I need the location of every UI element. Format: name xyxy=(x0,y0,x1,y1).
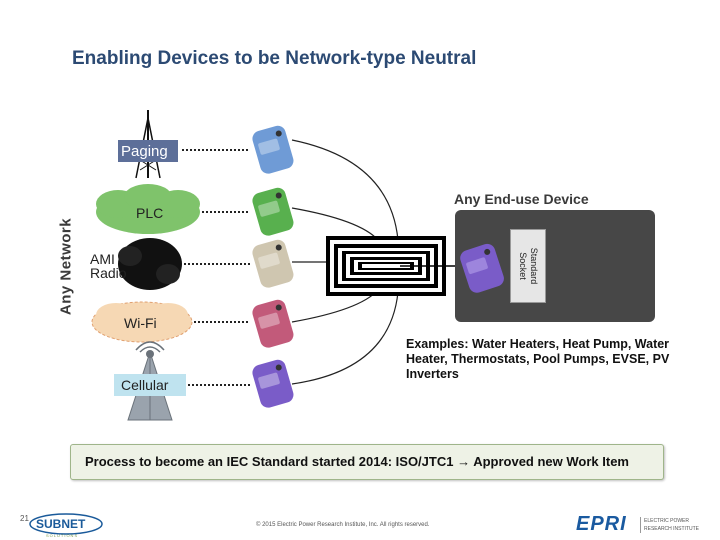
network-label-plc: PLC xyxy=(136,205,164,221)
plc-cloud-icon xyxy=(96,184,200,234)
network-label-wifi: Wi-Fi xyxy=(124,315,157,331)
process-text: Process to become an IEC Standard starte… xyxy=(85,454,629,469)
copyright-text: © 2015 Electric Power Research Institute… xyxy=(256,522,430,528)
ami-radio-icon xyxy=(118,238,182,290)
subnet-logo: SUBNET SOLUTIONS xyxy=(26,512,106,540)
network-module-icon xyxy=(252,359,294,408)
standard-socket: Standard Socket xyxy=(510,229,546,303)
enduse-title: Any End-use Device xyxy=(454,191,589,207)
epri-logo-text: EPRI xyxy=(576,513,627,535)
process-callout: Process to become an IEC Standard starte… xyxy=(70,444,664,480)
examples-text: Examples: Water Heaters, Heat Pump, Wate… xyxy=(406,337,670,381)
network-label-ami-radio: AMI Radio xyxy=(90,251,127,281)
subnet-logo-subtext: SOLUTIONS xyxy=(46,533,79,538)
connector-lines xyxy=(182,149,250,386)
network-module-icon xyxy=(252,239,294,288)
socket-label: Standard Socket xyxy=(518,247,539,285)
slide-title: Enabling Devices to be Network-type Neut… xyxy=(72,48,477,69)
network-module-icon xyxy=(252,187,294,236)
network-module-icon xyxy=(252,299,294,348)
epri-logo: EPRI ELECTRIC POWER RESEARCH INSTITUTE xyxy=(576,512,716,540)
network-label-cellular: Cellular xyxy=(121,377,169,393)
network-module-icon xyxy=(252,125,294,174)
paging-badge xyxy=(118,140,178,162)
subnet-logo-text: SUBNET xyxy=(36,517,86,531)
network-label-paging: Paging xyxy=(121,143,168,160)
socket-rings-graphic xyxy=(326,236,470,296)
epri-logo-subtext: ELECTRIC POWER RESEARCH INSTITUTE xyxy=(640,517,699,533)
wifi-cloud-icon xyxy=(91,301,193,343)
cellular-badge xyxy=(114,374,186,396)
enduse-module-icon xyxy=(460,243,504,293)
page-number: 21 xyxy=(20,514,29,523)
